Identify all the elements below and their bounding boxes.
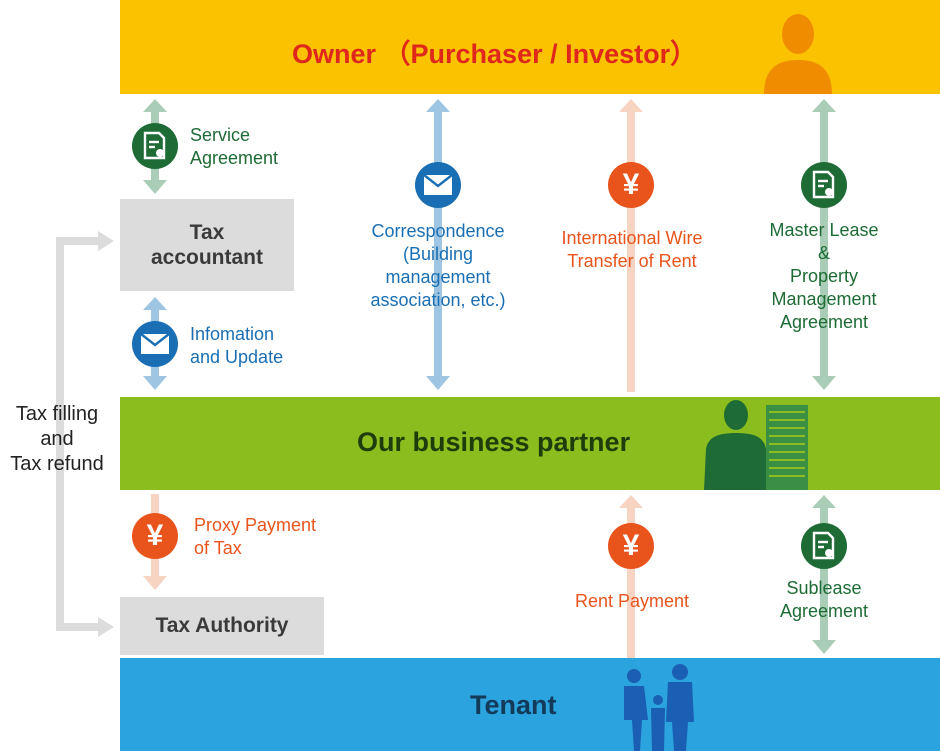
- tax-filing-loop-arrow: [56, 237, 100, 631]
- envelope-icon: [132, 321, 178, 367]
- master-lease-line5: Agreement: [779, 312, 869, 332]
- tax-filing-label: Tax filling and Tax refund: [0, 402, 114, 477]
- correspondence-line3: management: [385, 267, 491, 287]
- master-lease-line4: Management: [771, 289, 877, 309]
- yen-icon: ¥: [608, 523, 654, 569]
- rent-payment-line1: Rent Payment: [574, 591, 690, 611]
- service-agreement-line2: Agreement: [190, 148, 279, 168]
- sublease-label: Sublease Agreement: [744, 577, 904, 623]
- master-lease-label: Master Lease & Property Management Agree…: [744, 219, 904, 334]
- rent-payment-label: Rent Payment: [552, 590, 712, 613]
- sublease-arrow: [812, 495, 836, 654]
- correspondence-line1: Correspondence: [371, 221, 505, 241]
- yen-icon: ¥: [608, 162, 654, 208]
- service-agreement-label: Service Agreement: [190, 124, 278, 170]
- sublease-line2: Agreement: [779, 601, 869, 621]
- owner-title: Owner （Purchaser / Investor）: [292, 39, 698, 69]
- correspondence-line4: association, etc.): [370, 290, 506, 310]
- tax-accountant-line1: Tax: [189, 221, 225, 244]
- document-certificate-icon: [132, 123, 178, 169]
- master-lease-line1: Master Lease: [769, 220, 879, 240]
- proxy-payment-line1: Proxy Payment: [194, 515, 317, 535]
- rent-payment-arrow: [619, 495, 643, 658]
- information-update-line2: and Update: [190, 347, 284, 367]
- tax-authority-label: Tax Authority: [155, 614, 289, 637]
- family-icon: [624, 664, 694, 751]
- tenant-band: Tenant: [120, 658, 940, 751]
- person-silhouette-icon: [764, 14, 832, 94]
- loop-arrowhead-bottom: [98, 617, 114, 637]
- document-certificate-icon: [801, 162, 847, 208]
- tenant-title: Tenant: [470, 690, 557, 720]
- envelope-icon: [415, 162, 461, 208]
- loop-arrowhead-top: [98, 231, 114, 251]
- correspondence-label: Correspondence (Building management asso…: [348, 220, 528, 312]
- businessman-building-icon: [704, 400, 808, 490]
- document-certificate-icon: [801, 523, 847, 569]
- wire-transfer-line2: Transfer of Rent: [567, 251, 697, 271]
- correspondence-arrow: [426, 99, 450, 390]
- correspondence-line2: (Building: [402, 244, 474, 264]
- partner-band: Our business partner: [120, 397, 940, 490]
- tax-filing-line2: and: [40, 428, 74, 450]
- information-update-line1: Infomation: [190, 324, 275, 344]
- wire-transfer-arrow: [619, 99, 643, 392]
- service-agreement-line1: Service: [190, 125, 251, 145]
- sublease-line1: Sublease: [786, 578, 862, 598]
- tax-filing-line3: Tax refund: [10, 453, 104, 475]
- tax-filing-line1: Tax filling: [15, 403, 99, 425]
- master-lease-arrow: [812, 99, 836, 390]
- wire-transfer-line1: International Wire: [561, 228, 703, 248]
- master-lease-line2: &: [817, 243, 830, 263]
- owner-band: Owner （Purchaser / Investor）: [120, 0, 940, 94]
- master-lease-line3: Property: [789, 266, 859, 286]
- tax-accountant-line2: accountant: [150, 246, 263, 269]
- information-update-label: Infomation and Update: [190, 323, 283, 369]
- partner-title: Our business partner: [357, 427, 631, 457]
- wire-transfer-label: International Wire Transfer of Rent: [532, 227, 732, 273]
- yen-icon: ¥: [132, 513, 178, 559]
- tax-authority-box: Tax Authority: [120, 597, 324, 655]
- tax-accountant-box: Tax accountant: [120, 199, 294, 291]
- proxy-payment-line2: of Tax: [194, 538, 242, 558]
- proxy-payment-label: Proxy Payment of Tax: [194, 514, 316, 560]
